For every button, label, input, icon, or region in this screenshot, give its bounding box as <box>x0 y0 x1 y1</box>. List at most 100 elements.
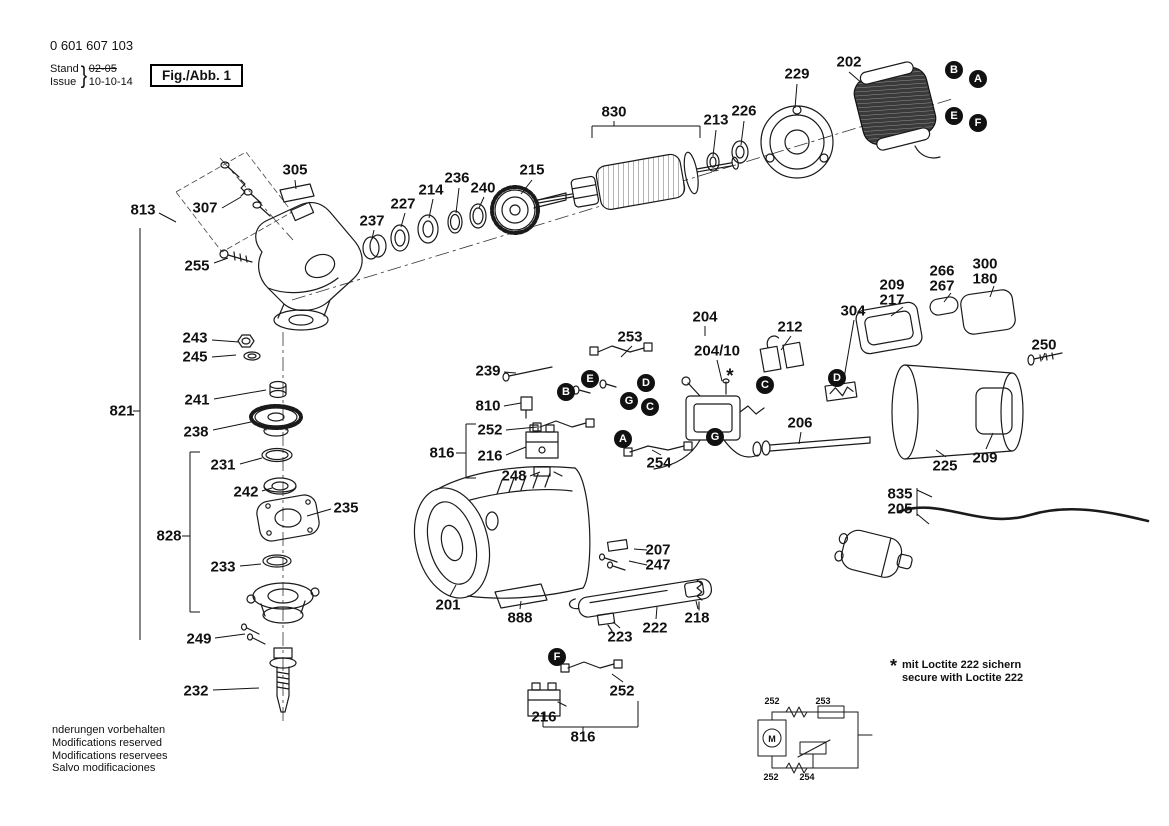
modifications-line-de: nderungen vorbehalten <box>52 724 166 736</box>
part-label: 830 <box>601 103 627 121</box>
callout-letter: D <box>637 374 655 392</box>
callout-letter: E <box>581 370 599 388</box>
part-label: 810 <box>475 397 501 415</box>
circuit-label: 254 <box>799 772 815 782</box>
part-label: 241 <box>184 391 210 409</box>
part-label: 888 <box>507 609 533 627</box>
modifications-line-en: Modifications reserved <box>52 736 163 749</box>
part-label: 813 <box>130 201 156 219</box>
part-label: 247 <box>645 556 671 574</box>
brace-glyph: } <box>80 62 87 89</box>
part-label: 216 <box>477 447 503 465</box>
part-label: 236 <box>444 169 470 187</box>
part-label: 255 <box>184 257 210 275</box>
part-label: 816 <box>570 728 596 746</box>
part-label: 828 <box>156 527 182 545</box>
part-label: 248 <box>501 467 527 485</box>
part-label: 252 <box>609 682 635 700</box>
part-label: 233 <box>210 558 236 576</box>
part-label: 300 <box>972 255 998 273</box>
issue-label: Issue <box>50 76 77 88</box>
part-label: 237 <box>359 212 385 230</box>
part-label: 202 <box>836 53 862 71</box>
part-label: 307 <box>192 199 218 217</box>
issue-date-new: 10-10-14 <box>88 76 133 88</box>
callout-letter: C <box>756 376 774 394</box>
part-label: 238 <box>183 423 209 441</box>
loctite-note: * mit Loctite 222 sichern secure with Lo… <box>890 656 1024 685</box>
part-label: 218 <box>684 609 710 627</box>
callout-letter: G <box>706 428 724 446</box>
part-label: 205 <box>887 500 913 518</box>
part-label: 835 <box>887 485 913 503</box>
part-label: 217 <box>879 291 905 309</box>
part-label: 254 <box>646 454 672 472</box>
modifications-line-fr: Modifications reservees <box>52 749 168 762</box>
part-label: 225 <box>932 457 958 475</box>
part-label: 231 <box>210 456 236 474</box>
part-label: 223 <box>607 628 633 646</box>
part-label: 216 <box>531 708 557 726</box>
part-label: 204/10 <box>694 342 740 360</box>
part-label: 249 <box>186 630 212 648</box>
document-part-number: 0 601 607 103 <box>50 38 134 53</box>
loctite-asterisk: * <box>890 656 898 676</box>
part-label: 242 <box>233 483 259 501</box>
part-label: 240 <box>470 179 496 197</box>
part-label: 816 <box>429 444 455 462</box>
callout-letter: G <box>620 392 638 410</box>
part-label: 206 <box>787 414 813 432</box>
callout-letter: F <box>548 648 566 666</box>
part-label: 266 <box>929 262 955 280</box>
part-label: 201 <box>435 596 461 614</box>
part-label: 213 <box>703 111 729 129</box>
part-label: 227 <box>390 195 416 213</box>
part-label: 232 <box>183 682 209 700</box>
part-label: 222 <box>642 619 668 637</box>
part-label: 207 <box>645 541 671 559</box>
part-label: 209 <box>879 276 905 294</box>
callout-letter: C <box>641 398 659 416</box>
callout-letter: F <box>969 114 987 132</box>
part-label: 226 <box>731 102 757 120</box>
part-label: 180 <box>972 270 998 288</box>
part-label: 304 <box>840 302 866 320</box>
callout-letter: E <box>945 107 963 125</box>
callout-letter: A <box>969 70 987 88</box>
part-label: 252 <box>477 421 503 439</box>
callout-letter: B <box>945 61 963 79</box>
part-label: 267 <box>929 277 955 295</box>
loctite-note-line1: mit Loctite 222 sichern <box>902 659 1022 671</box>
circuit-label: M <box>768 734 776 744</box>
part-label: 253 <box>617 328 643 346</box>
circuit-label: 252 <box>764 696 780 706</box>
part-label: 215 <box>519 161 545 179</box>
part-label: 214 <box>418 181 444 199</box>
issue-date-old: 02-05 <box>88 63 117 75</box>
part-label: 245 <box>182 348 208 366</box>
circuit-label: 253 <box>815 696 831 706</box>
asterisk: * <box>726 366 734 387</box>
issue-block: Stand Issue } 02-05 10-10-14 <box>50 63 133 89</box>
part-label: 239 <box>475 362 501 380</box>
part-label: 209 <box>972 449 998 467</box>
part-label: 204 <box>692 308 718 326</box>
figure-label: Fig./Abb. 1 <box>150 64 243 87</box>
modifications-note: nderungen vorbehalten Modifications rese… <box>52 724 168 775</box>
circuit-label: 252 <box>763 772 779 782</box>
loctite-note-line2: secure with Loctite 222 <box>902 672 1024 684</box>
callout-letter: D <box>828 369 846 387</box>
callout-letter: B <box>557 383 575 401</box>
callout-letter: A <box>614 430 632 448</box>
part-label: 821 <box>109 402 135 420</box>
part-label: 250 <box>1031 336 1057 354</box>
part-label: 212 <box>777 318 803 336</box>
part-label: 235 <box>333 499 359 517</box>
part-label: 243 <box>182 329 208 347</box>
part-label: 305 <box>282 161 308 179</box>
modifications-line-es: Salvo modificaciones <box>52 762 156 775</box>
part-label: 229 <box>784 65 810 83</box>
